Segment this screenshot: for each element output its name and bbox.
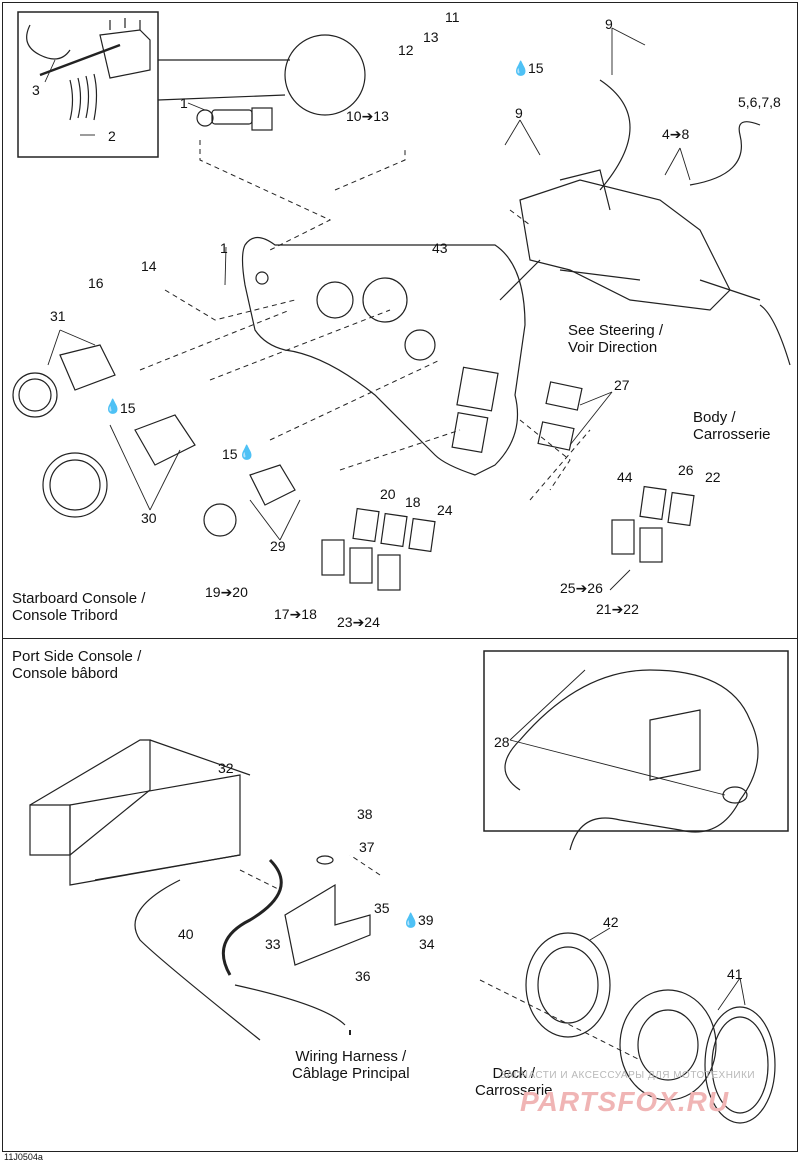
part-label: 15 <box>120 400 136 416</box>
part-label: 16 <box>88 275 104 291</box>
part-label: 44 <box>617 469 633 485</box>
ignition-switch-inset-drawing <box>26 18 151 121</box>
part-label: 15 <box>528 60 544 76</box>
gauge-hole-1 <box>316 281 354 319</box>
callout-steering: See Steering / Voir Direction <box>568 322 664 356</box>
part-label: 5,6,7,8 <box>738 94 781 110</box>
part-label: 💧 <box>402 912 419 928</box>
console-12v-outlet-area <box>504 669 759 851</box>
gauge-29 <box>203 464 296 537</box>
steering-cable <box>599 79 631 191</box>
part-label: 15 <box>222 446 238 462</box>
gauge-hole-2 <box>362 277 408 323</box>
power-outlet-28 <box>722 786 748 804</box>
part-label: 42 <box>603 914 619 930</box>
part-label: 21➔22 <box>596 601 639 617</box>
speaker-icon <box>525 932 776 1124</box>
part-label: 1 <box>180 95 188 111</box>
antenna-cable-40 <box>134 879 261 1041</box>
oil-drop-icon: 💧 <box>402 912 420 928</box>
part-label: 26 <box>678 462 694 478</box>
callout-deck: Deck / Carrosserie <box>475 1065 553 1099</box>
part-label: 31 <box>50 308 66 324</box>
drawing-code: 11J0504a <box>4 1152 43 1162</box>
part-label: 💧 <box>104 398 121 414</box>
part-label: 35 <box>374 900 390 916</box>
part-label: 2 <box>108 128 116 144</box>
part-label: 41 <box>727 966 743 982</box>
part-label: 27 <box>614 377 630 393</box>
part-label: 18 <box>405 494 421 510</box>
radio-32 <box>29 739 251 886</box>
part-label: 4➔8 <box>662 126 690 142</box>
part-label: 22 <box>705 469 721 485</box>
oil-drop-icon: 💧 <box>238 444 256 460</box>
part-label: 1 <box>220 240 228 256</box>
part-label: 11 <box>445 9 460 25</box>
switch-cutout-2 <box>451 411 489 454</box>
section-title-starboard: Starboard Console / Console Tribord <box>12 590 146 624</box>
part-label: 20 <box>380 486 396 502</box>
key-icon <box>196 107 273 131</box>
gauge-31 <box>12 344 116 418</box>
part-label: 💧 <box>512 60 529 76</box>
part-label: 40 <box>178 926 194 942</box>
oil-drop-icon: 💧 <box>104 398 122 414</box>
part-label: 19➔20 <box>205 584 248 600</box>
callout-body: Body / Carrosserie <box>693 409 771 443</box>
oil-drop-icon: 💧 <box>512 60 530 76</box>
part-label: 39 <box>418 912 434 928</box>
section-title-port: Port Side Console / Console bâbord <box>12 648 142 682</box>
part-label: 38 <box>357 806 373 822</box>
inset-box <box>17 11 159 158</box>
section-divider <box>2 638 798 639</box>
starboard-console-panel <box>241 236 526 476</box>
washer-37 <box>316 855 334 865</box>
gauge-30 <box>42 414 196 518</box>
part-label: 24 <box>437 502 453 518</box>
watermark-strip: ЗАПЧАСТИ И АКСЕССУАРЫ ДЛЯ МОТОТЕХНИКИ <box>500 1070 756 1081</box>
part-label: 25➔26 <box>560 580 603 596</box>
bracket-35 <box>284 883 371 966</box>
steering-assembly <box>499 169 791 366</box>
inset-box-port <box>483 650 789 832</box>
detail-circle <box>284 34 366 116</box>
steering-sensor-wire <box>689 121 761 186</box>
part-label: 32 <box>218 760 234 776</box>
gauge-hole-3 <box>404 329 436 361</box>
part-label: 9 <box>515 105 523 121</box>
part-label: 13 <box>423 29 439 45</box>
part-label: 23➔24 <box>337 614 380 630</box>
part-label: 3 <box>32 82 40 98</box>
callout-wiring-harness: Wiring Harness / Câblage Principal <box>292 1048 410 1082</box>
switch-cutout-1 <box>456 366 499 412</box>
part-label: 12 <box>398 42 414 58</box>
part-label: 43 <box>432 240 448 256</box>
part-label: 17➔18 <box>274 606 317 622</box>
part-label: 30 <box>141 510 157 526</box>
switch-group-starboard <box>321 381 695 591</box>
part-label: 14 <box>141 258 157 274</box>
part-label: 29 <box>270 538 286 554</box>
part-label: 💧 <box>238 444 255 460</box>
part-label: 28 <box>494 734 510 750</box>
part-label: 36 <box>355 968 371 984</box>
part-label: 37 <box>359 839 375 855</box>
part-label: 10➔13 <box>346 108 389 124</box>
part-label: 33 <box>265 936 281 952</box>
part-label: 34 <box>419 936 435 952</box>
watermark-logo: PARTSFOX.RU <box>520 1086 730 1117</box>
wiring-harness-33 <box>221 858 283 976</box>
part-label: 9 <box>605 16 613 32</box>
